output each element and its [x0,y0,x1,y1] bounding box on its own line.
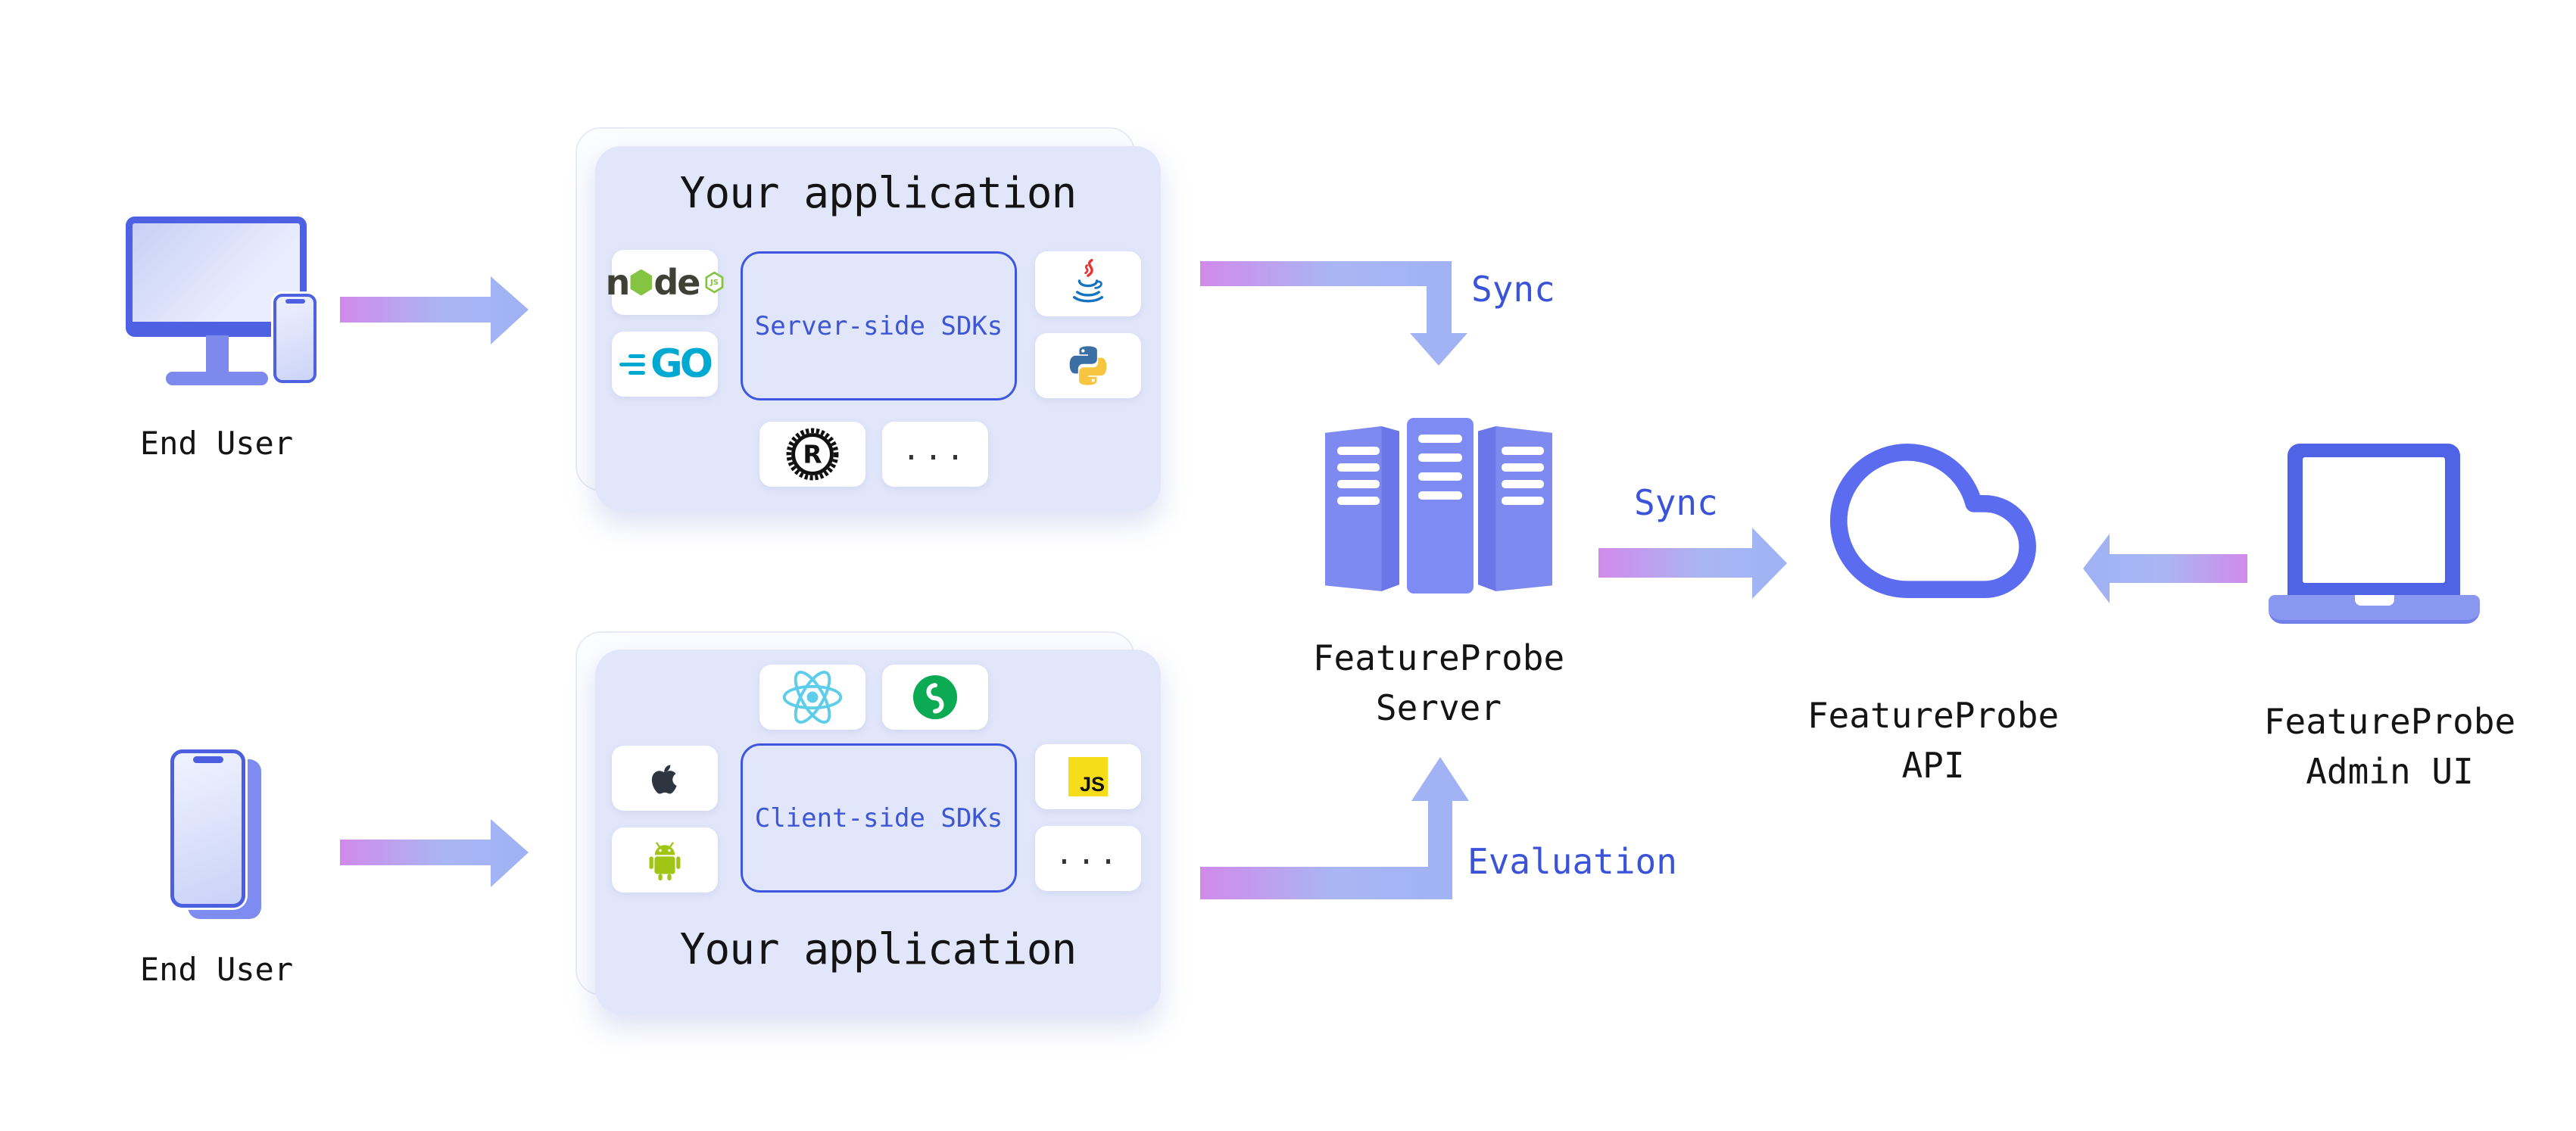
laptop-notch [2354,595,2394,606]
tile-react [759,665,865,730]
node-hexagon [630,269,653,296]
server-app-card-title: Your application [679,168,1077,218]
tile-java [1035,251,1141,316]
arrow-sync-server-to-api [1598,528,1787,599]
laptop-icon [2288,444,2460,601]
apple-icon [651,765,677,794]
end-user-bottom-label: End User [139,951,294,988]
tile-more-client: ... [1035,826,1141,891]
monitor-stand-base [166,372,268,385]
java-icon [1072,259,1104,303]
tile-go: GO [612,332,718,397]
server-app-card [595,146,1161,511]
arrow-admin-to-api [2083,534,2247,603]
javascript-text: JS [1079,773,1105,796]
client-app-card-title: Your application [679,924,1077,974]
arrow-enduser-to-client-sdks [340,819,529,887]
sync-mid-label: Sync [1634,482,1718,523]
featureprobe-server-line1: FeatureProbe [1312,637,1565,678]
client-side-sdks-label: Client-side SDKs [754,802,1003,833]
android-icon [649,842,681,881]
node-js-badge: JS [705,271,724,294]
featureprobe-admin-label: FeatureProbe Admin UI [2200,696,2576,796]
smartphone-icon [273,294,317,383]
go-speed-lines [619,354,646,375]
tile-miniprogram [882,665,988,730]
desktop-monitor-icon [126,217,307,337]
go-icon: GO [619,341,713,387]
server-side-sdks-box: Server-side SDKs [741,251,1017,400]
evaluation-label: Evaluation [1467,841,1677,882]
tile-apple [612,746,718,811]
laptop-screen [2303,457,2445,583]
phone-notch [285,299,305,304]
node-letter-n: n [605,262,631,303]
rust-icon: R [786,428,839,481]
nodejs-icon: n de JS [606,262,725,303]
phone-notch [192,756,223,763]
tile-android [612,827,718,893]
ellipsis-icon: ... [902,432,968,467]
featureprobe-api-line1: FeatureProbe [1807,695,2060,736]
arrow-evaluation-sdks-to-server [1200,757,1469,899]
react-icon [782,671,843,724]
go-text: GO [650,341,713,387]
arrow-enduser-to-server-sdks [340,276,529,344]
cloud-icon [1829,444,2036,599]
tile-rust: R [759,422,865,487]
end-user-top-label: End User [139,425,294,462]
server-side-sdks-label: Server-side SDKs [754,310,1003,341]
rust-letter: R [803,440,822,469]
featureprobe-api-line2: API [1901,745,1965,786]
tile-javascript: JS [1035,744,1141,809]
server-tower-middle [1407,418,1474,594]
tile-more-server: ... [882,422,988,487]
sync-top-label: Sync [1471,269,1555,310]
tile-python [1035,333,1141,398]
featureprobe-api-label: FeatureProbe API [1744,690,2122,790]
featureprobe-server-label: FeatureProbe Server [1249,633,1628,733]
tile-nodejs: n de JS [606,250,724,315]
ellipsis-icon: ... [1055,837,1121,871]
python-icon [1069,346,1107,385]
featureprobe-admin-line1: FeatureProbe [2263,701,2516,742]
laptop-base [2269,595,2480,624]
javascript-icon: JS [1068,757,1108,796]
phone-front-icon [170,749,245,908]
client-side-sdks-box: Client-side SDKs [741,743,1017,893]
arrow-sync-sdks-to-server [1200,261,1467,366]
featureprobe-server-line2: Server [1375,687,1502,728]
monitor-stand-neck [206,335,229,374]
node-letters-de: de [653,262,700,303]
miniprogram-icon [912,675,958,720]
node-js-badge-text: JS [707,273,722,291]
featureprobe-admin-line2: Admin UI [2306,751,2474,792]
